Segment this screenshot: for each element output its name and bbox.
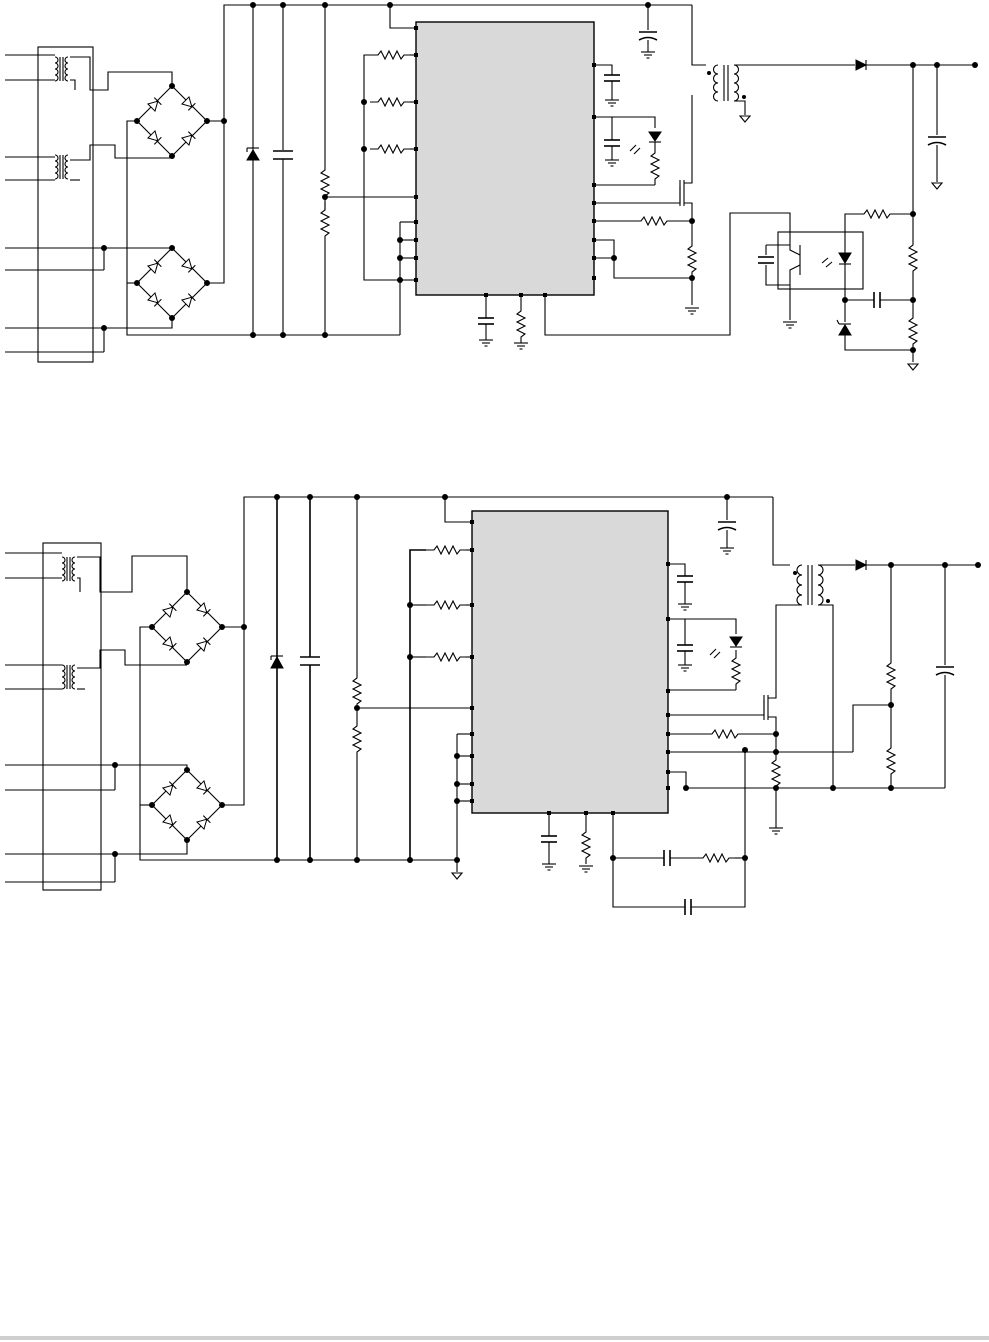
bridge-rectifier-1 [149,589,225,665]
led-indicator [649,132,661,141]
output-capacitor [936,667,954,675]
optocoupler [778,232,863,289]
led-indicator [730,637,742,646]
flyback-transformer [707,65,746,101]
page-bottom-rule [0,1336,989,1340]
bridge-rectifier-2 [134,245,210,321]
controller-ic [472,511,668,813]
shunt-regulator [839,325,851,335]
bridge-rectifier-1 [134,83,210,159]
output-capacitor [928,137,946,145]
schematic-bottom [5,494,981,915]
compensation-network [664,850,670,866]
input-transformer-block [38,47,93,362]
schematic-top [5,2,978,370]
bridge-rectifier-2 [149,767,225,843]
output-diode [856,560,866,570]
bulk-capacitor [300,657,320,665]
input-transformer-block [43,543,101,890]
tvs-diode [247,150,259,160]
output-diode [856,60,866,70]
flyback-transformer [793,565,830,605]
feedback-divider [887,655,895,695]
tvs-diode [271,657,283,668]
controller-ic [416,22,594,295]
bulk-capacitor [273,151,293,159]
